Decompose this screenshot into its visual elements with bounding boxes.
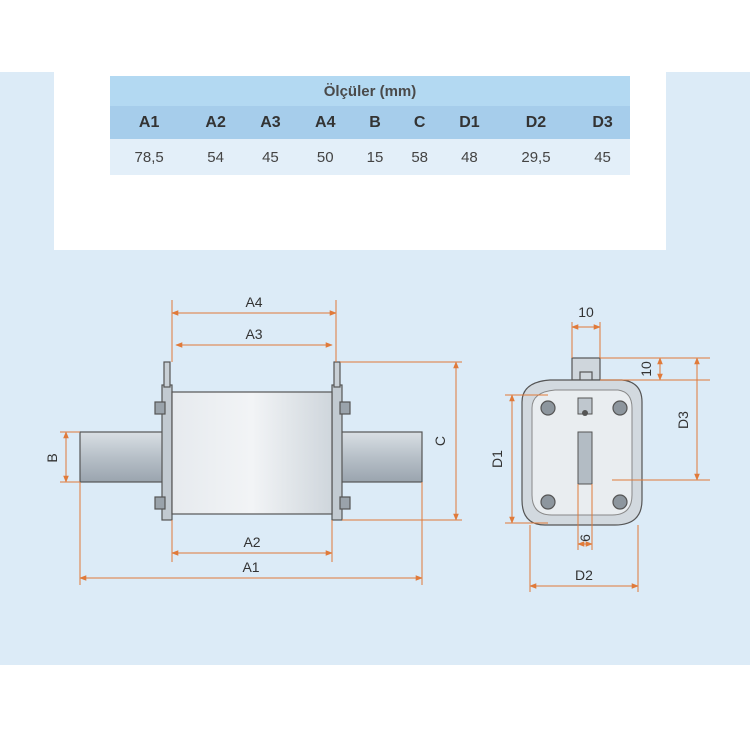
- table-title: Ölçüler (mm): [110, 76, 630, 106]
- value-d2: 29,5: [496, 139, 576, 175]
- value-d3: 45: [575, 139, 630, 175]
- table-header-row: A1 A2 A3 A4 B C D1 D2 D3: [110, 106, 630, 139]
- label-a2: A2: [243, 534, 260, 550]
- fuse-side-view: [521, 357, 643, 526]
- left-contact-blade: [79, 431, 171, 483]
- side-view-dimensions: 10 10 D3 D1 6 D2: [489, 304, 710, 592]
- screw-bottom-left: [154, 496, 166, 510]
- column-header-c: C: [397, 106, 443, 139]
- value-d1: 48: [442, 139, 497, 175]
- center-slot: [577, 431, 593, 485]
- value-a1: 78,5: [110, 139, 189, 175]
- value-b: 15: [352, 139, 398, 175]
- column-header-b: B: [352, 106, 398, 139]
- label-a1: A1: [242, 559, 259, 575]
- label-b: B: [44, 453, 60, 462]
- label-c: C: [432, 436, 448, 446]
- column-header-d3: D3: [575, 106, 630, 139]
- value-a2: 54: [188, 139, 244, 175]
- table-value-row: 78,5 54 45 50 15 58 48 29,5 45: [110, 139, 630, 175]
- front-view-dimensions: A4 A3 A2 A1 B C: [44, 294, 462, 585]
- dimensions-table: Ölçüler (mm) A1 A2 A3 A4 B C D1 D2 D3 78…: [110, 76, 630, 175]
- screw-bottom-right: [339, 496, 351, 510]
- screw-hole-top-left: [540, 400, 556, 416]
- column-header-a4: A4: [297, 106, 353, 139]
- column-header-a2: A2: [188, 106, 244, 139]
- label-d3: D3: [675, 411, 691, 429]
- label-slot-width: 6: [577, 534, 593, 542]
- right-contact-blade: [333, 431, 423, 483]
- label-d2: D2: [575, 567, 593, 583]
- fuse-front-view: [79, 361, 423, 521]
- label-tab-height: 10: [638, 361, 654, 377]
- screw-hole-bottom-left: [540, 494, 556, 510]
- screw-hole-top-right: [612, 400, 628, 416]
- value-c: 58: [397, 139, 443, 175]
- column-header-d1: D1: [442, 106, 497, 139]
- screw-top-left: [154, 401, 166, 415]
- right-grip-lug: [333, 361, 341, 388]
- value-a4: 50: [297, 139, 353, 175]
- column-header-d2: D2: [496, 106, 576, 139]
- label-a3: A3: [245, 326, 262, 342]
- label-a4: A4: [245, 294, 262, 310]
- label-top-width: 10: [578, 304, 594, 320]
- value-a3: 45: [243, 139, 298, 175]
- screw-hole-bottom-right: [612, 494, 628, 510]
- screw-top-right: [339, 401, 351, 415]
- indicator-dot: [582, 410, 588, 416]
- label-d1: D1: [489, 450, 505, 468]
- column-header-a3: A3: [243, 106, 298, 139]
- fuse-body: [171, 391, 333, 515]
- column-header-a1: A1: [110, 106, 189, 139]
- left-grip-lug: [163, 361, 171, 388]
